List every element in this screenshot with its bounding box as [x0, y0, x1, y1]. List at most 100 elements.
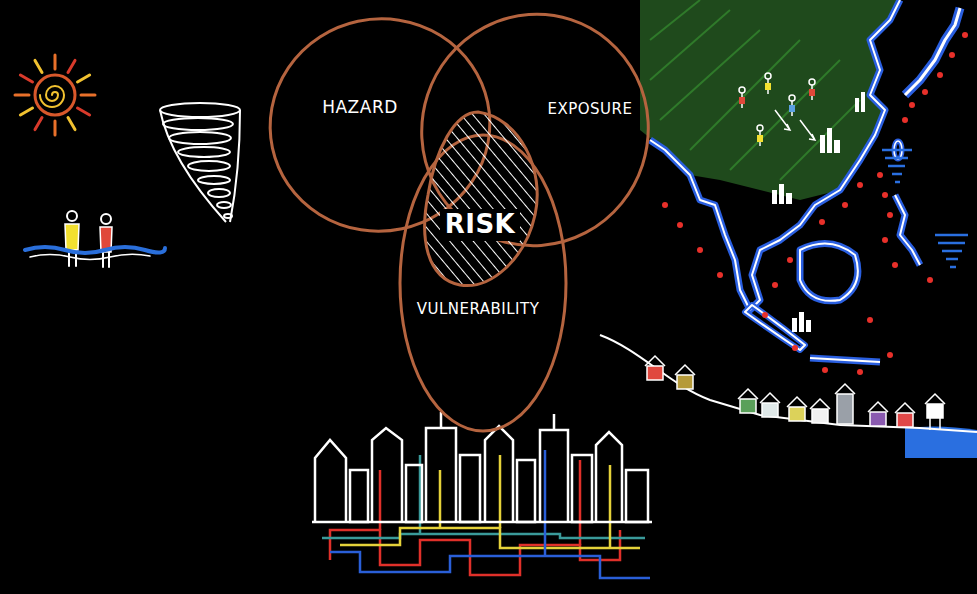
- asia-map: [882, 150, 912, 182]
- people-in-flood: [102, 252, 104, 267]
- asia-map: [640, 0, 968, 375]
- asia-map: [861, 92, 865, 112]
- coastal-houses: [787, 397, 807, 407]
- sun-icon: [35, 60, 42, 72]
- asia-map: [822, 367, 828, 373]
- asia-map: [739, 97, 745, 104]
- coastal-houses: [929, 418, 931, 430]
- asia-map: [650, 0, 900, 310]
- asia-map: [690, 40, 800, 150]
- asia-map: [819, 219, 825, 225]
- people-in-flood: [25, 247, 165, 253]
- asia-map: [717, 272, 723, 278]
- asia-map: [745, 305, 805, 350]
- asia-map: [739, 83, 865, 332]
- tornado-icon: [178, 147, 230, 157]
- sun-icon: [35, 75, 75, 115]
- coastal-houses: [927, 404, 943, 418]
- coastal-houses: [925, 394, 945, 404]
- city-skyline: [609, 465, 612, 548]
- sun-icon: [20, 75, 32, 82]
- asia-map: [765, 83, 771, 90]
- node-label: EXPOSURE: [547, 101, 632, 118]
- asia-map: [842, 202, 848, 208]
- risk-region-outline: [415, 105, 545, 295]
- asia-map: [935, 235, 968, 267]
- sun-icon: [78, 108, 90, 115]
- city-skyline: [596, 432, 622, 522]
- city-skyline: [330, 450, 650, 578]
- asia-map: [937, 72, 943, 78]
- coastal-houses: [677, 375, 693, 389]
- coastal-houses: [760, 393, 780, 403]
- coastal-houses: [645, 356, 945, 430]
- city-skyline: [544, 450, 547, 556]
- city-skyline: [485, 426, 513, 522]
- city-skyline: [350, 470, 368, 522]
- asia-map: [792, 318, 797, 332]
- asia-map: [786, 193, 792, 204]
- sun-icon: [54, 121, 57, 135]
- coastal-houses: [868, 402, 888, 412]
- asia-map: [892, 262, 898, 268]
- people-in-flood: [25, 211, 165, 267]
- asia-map: [739, 73, 815, 146]
- asia-map: [895, 195, 920, 265]
- asia-map: [855, 98, 859, 112]
- coastal-houses: [647, 366, 663, 380]
- node-label: VULNERABILITY: [417, 301, 540, 318]
- tornado-icon: [160, 103, 240, 222]
- asia-map: [739, 87, 745, 93]
- city-skyline: [330, 460, 620, 575]
- asia-map: [806, 320, 811, 332]
- city-skyline: [499, 455, 502, 528]
- city-skyline: [406, 465, 422, 522]
- city-skyline: [460, 455, 480, 522]
- asia-map: [787, 257, 793, 263]
- people-in-flood: [101, 214, 111, 224]
- asia-map: [800, 244, 858, 301]
- asia-map: [772, 190, 777, 204]
- asia-map: [745, 305, 805, 350]
- asia-map: [650, 0, 700, 40]
- asia-map: [779, 184, 784, 204]
- asia-map: [810, 358, 880, 362]
- city-skyline: [312, 412, 652, 578]
- sun-icon: [81, 94, 95, 97]
- tornado-icon: [169, 132, 231, 144]
- asia-map: [820, 135, 825, 153]
- people-in-flood: [108, 252, 110, 267]
- risk-hatch: [425, 112, 538, 286]
- asia-map: [902, 117, 908, 123]
- sun-icon: [40, 86, 64, 107]
- node-label: RISK: [440, 209, 521, 241]
- asia-map: [809, 79, 815, 85]
- coastal-houses: [645, 356, 665, 366]
- coastal-houses: [789, 407, 805, 421]
- asia-map: [877, 172, 883, 178]
- asia-map: [789, 105, 795, 112]
- coastal-houses: [600, 335, 977, 458]
- asia-map: [789, 95, 795, 101]
- coastal-houses: [837, 394, 853, 424]
- asia-map: [882, 150, 968, 267]
- asia-map: [867, 317, 873, 323]
- tornado-icon: [208, 189, 230, 197]
- tornado-icon: [198, 176, 230, 184]
- asia-map: [857, 369, 863, 375]
- asia-map: [800, 244, 858, 301]
- people-in-flood: [65, 224, 79, 250]
- asia-map: [757, 135, 763, 142]
- coastal-houses: [939, 418, 941, 430]
- risk-region: RISK: [415, 105, 545, 295]
- coastal-houses: [870, 412, 886, 426]
- asia-map: [949, 52, 955, 58]
- sun-icon: [68, 60, 75, 72]
- asia-map: [650, 0, 900, 310]
- city-skyline: [439, 470, 442, 528]
- coastal-houses: [600, 335, 977, 432]
- city-skyline: [312, 412, 652, 522]
- asia-map: [895, 195, 920, 265]
